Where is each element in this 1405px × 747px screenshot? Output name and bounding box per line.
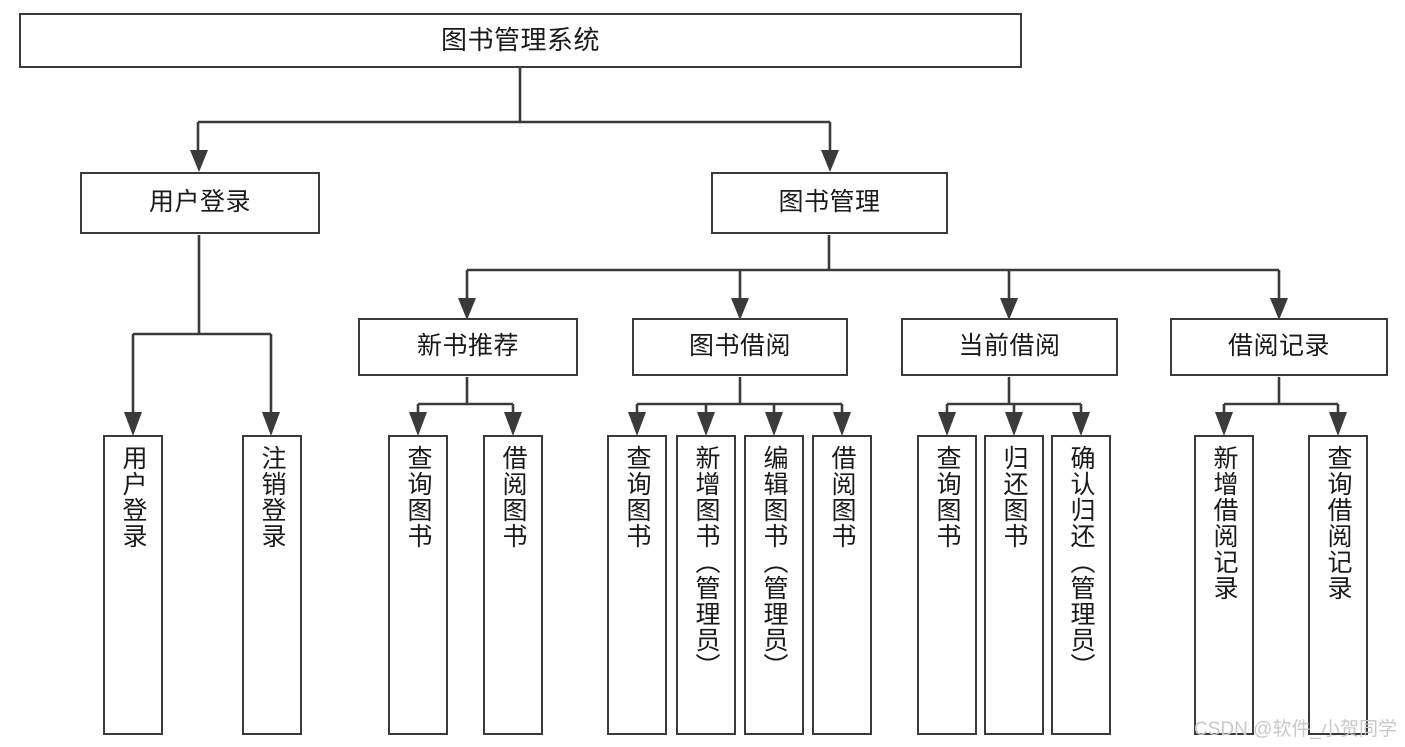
node-label: 当前借阅: [958, 332, 1061, 361]
node-label: 查询图书: [933, 445, 961, 549]
leaf-user-login-logout[interactable]: 注销登录: [242, 435, 302, 735]
leaf-borrow-record-query[interactable]: 查询借阅记录: [1308, 435, 1368, 735]
node-user-login[interactable]: 用户登录: [80, 172, 320, 234]
leaf-borrow-record-add[interactable]: 新增借阅记录: [1194, 435, 1254, 735]
node-book-management[interactable]: 图书管理: [711, 172, 948, 234]
node-label: 新书推荐: [416, 332, 519, 361]
leaf-book-borrow-add[interactable]: 新增图书（管理员）: [676, 435, 736, 735]
node-label: 图书借阅: [688, 332, 791, 361]
node-book-borrow[interactable]: 图书借阅: [632, 318, 848, 376]
node-label: 新增图书（管理员）: [692, 445, 720, 679]
node-label: 图书管理: [778, 188, 881, 217]
node-label: 借阅记录: [1227, 332, 1330, 361]
node-label: 借阅图书: [828, 445, 856, 549]
node-label: 图书管理系统: [440, 25, 600, 56]
node-root-system[interactable]: 图书管理系统: [19, 13, 1022, 68]
node-label: 归还图书: [1000, 445, 1028, 549]
watermark-text: CSDN @软件_小贺同学: [1194, 719, 1397, 740]
node-label: 注销登录: [258, 445, 286, 549]
node-label: 用户登录: [148, 188, 251, 217]
leaf-book-borrow-borrow[interactable]: 借阅图书: [812, 435, 872, 735]
node-label: 借阅图书: [499, 445, 527, 549]
node-label: 查询借阅记录: [1324, 445, 1352, 601]
leaf-current-borrow-query[interactable]: 查询图书: [917, 435, 977, 735]
node-label: 确认归还（管理员）: [1067, 445, 1095, 679]
node-label: 查询图书: [623, 445, 651, 549]
leaf-user-login-login[interactable]: 用户登录: [103, 435, 163, 735]
leaf-new-book-borrow[interactable]: 借阅图书: [483, 435, 543, 735]
node-label: 新增借阅记录: [1210, 445, 1238, 601]
node-borrow-record[interactable]: 借阅记录: [1170, 318, 1388, 376]
leaf-book-borrow-query[interactable]: 查询图书: [607, 435, 667, 735]
leaf-new-book-query[interactable]: 查询图书: [388, 435, 448, 735]
leaf-book-borrow-edit[interactable]: 编辑图书（管理员）: [744, 435, 804, 735]
node-current-borrow[interactable]: 当前借阅: [901, 318, 1118, 376]
node-label: 用户登录: [119, 445, 147, 549]
node-label: 查询图书: [404, 445, 432, 549]
node-new-book-recommend[interactable]: 新书推荐: [358, 318, 578, 376]
leaf-current-borrow-return[interactable]: 归还图书: [984, 435, 1044, 735]
node-label: 编辑图书（管理员）: [760, 445, 788, 679]
leaf-current-borrow-confirm-return[interactable]: 确认归还（管理员）: [1051, 435, 1111, 735]
